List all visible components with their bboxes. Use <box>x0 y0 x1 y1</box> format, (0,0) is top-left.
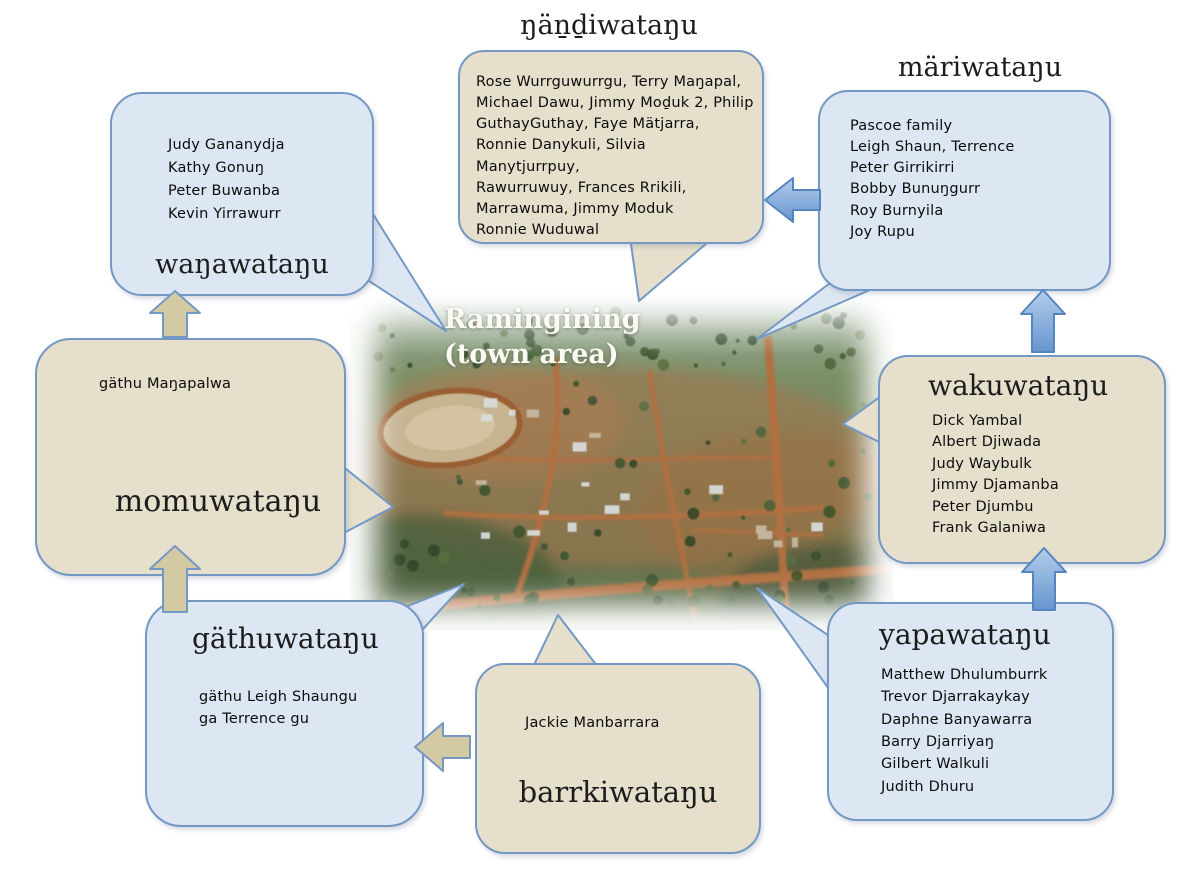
names-mariwatangu: Pascoe family Leigh Shaun, Terrence Pete… <box>850 118 1015 240</box>
arrow-waku-to-mari <box>1020 289 1066 353</box>
bubble-momuwatangu: gäthu Maŋapalwa momuwataŋu <box>35 338 346 576</box>
bubble-nhandiwatangu: Rose Wurrguwurrgu, Terry Maŋapal, Michae… <box>458 50 764 244</box>
clan-title-wangawatangu: waŋawataŋu <box>155 249 329 280</box>
bubble-wakuwatangu: wakuwataŋu Dick Yambal Albert Djiwada Ju… <box>878 355 1166 564</box>
names-nhandiwatangu: Rose Wurrguwurrgu, Terry Maŋapal, Michae… <box>476 74 754 239</box>
clan-title-wakuwatangu: wakuwataŋu <box>928 369 1109 402</box>
clan-title-barrkiwatangu: barrkiwataŋu <box>518 775 718 809</box>
names-momuwatangu: gäthu Maŋapalwa <box>99 376 232 392</box>
photo-buildings <box>475 398 823 548</box>
arrow-momu-to-wanga <box>149 290 201 338</box>
names-gathuwatangu: gäthu Leigh Shaungu ga Terrence gu <box>199 689 358 728</box>
clan-title-momuwatangu: momuwataŋu <box>114 484 322 519</box>
clan-title-nhandiwatangu: ŋäṉḏiwataŋu <box>520 10 698 41</box>
bubble-yapawatangu: yapawataŋu Matthew Dhulumburrk Trevor Dj… <box>827 602 1114 821</box>
photo-title-overlay: Ramingining (town area) <box>444 304 641 371</box>
clan-title-gathuwatangu: gäthuwataŋu <box>192 622 379 655</box>
clan-title-mariwatangu: märiwataŋu <box>897 52 1063 83</box>
photo-oval-field <box>377 387 523 469</box>
bubble-wangawatangu: Judy Gananydja Kathy Gonuŋ Peter Buwanba… <box>110 92 374 296</box>
arrow-mari-to-nhandi <box>764 177 821 223</box>
names-barrkiwatangu: Jackie Manbarrara <box>525 715 660 731</box>
names-wakuwatangu: Dick Yambal Albert Djiwada Judy Waybulk … <box>932 413 1059 537</box>
bubble-mariwatangu: Pascoe family Leigh Shaun, Terrence Pete… <box>818 90 1111 291</box>
bubble-barrkiwatangu: Jackie Manbarrara barrkiwataŋu <box>475 663 761 854</box>
names-yapawatangu: Matthew Dhulumburrk Trevor Djarrakaykay … <box>881 667 1048 795</box>
aerial-photo: Ramingining (town area) <box>350 278 893 630</box>
clan-title-yapawatangu: yapawataŋu <box>879 618 1051 651</box>
names-wangawatangu: Judy Gananydja Kathy Gonuŋ Peter Buwanba… <box>168 137 285 222</box>
bubble-gathuwatangu: gäthuwataŋu gäthu Leigh Shaungu ga Terre… <box>145 600 424 827</box>
